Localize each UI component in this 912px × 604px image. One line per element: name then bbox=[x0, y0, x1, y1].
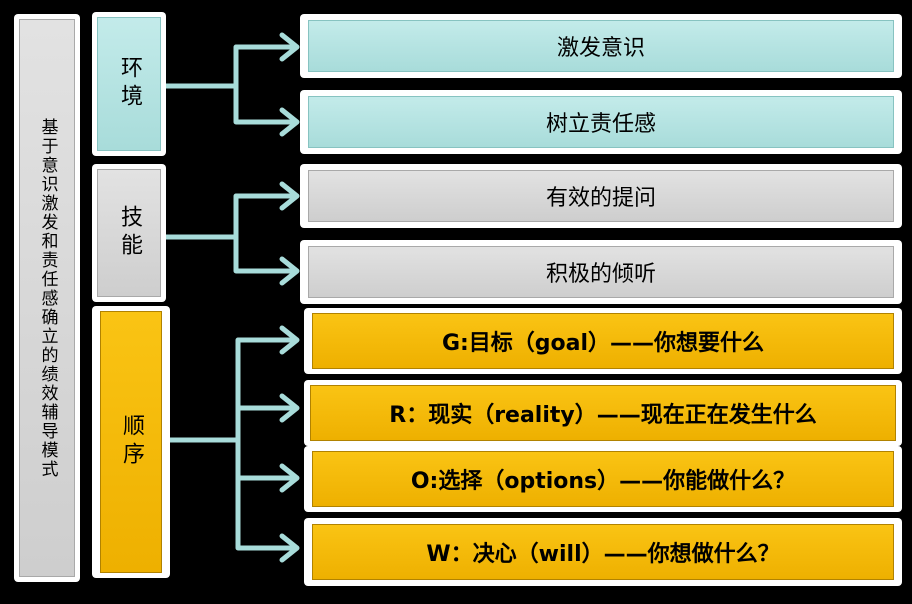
item-order-4: W：决心（will）——你想做什么？ bbox=[312, 524, 894, 580]
category-env-label: 环境 bbox=[117, 56, 142, 112]
category-env: 环境 bbox=[97, 17, 161, 151]
item-skill-2-label: 积极的倾听 bbox=[545, 262, 656, 287]
category-skill-label: 技能 bbox=[117, 205, 142, 261]
arrowhead-4 bbox=[279, 256, 300, 286]
title-box: 基于意识激发和责任感确立的绩效辅导模式 bbox=[19, 19, 75, 577]
item-order-2-label: R：现实（reality）——现在正在发生什么 bbox=[389, 403, 817, 428]
category-skill-frame: 技能 bbox=[92, 164, 166, 302]
category-order-frame: 顺序 bbox=[92, 306, 170, 578]
item-order-3-frame: O:选择（options）——你能做什么？ bbox=[304, 446, 902, 512]
item-order-3: O:选择（options）——你能做什么？ bbox=[312, 451, 894, 507]
item-env-1: 激发意识 bbox=[308, 20, 894, 72]
connector-order bbox=[168, 337, 296, 551]
item-env-2: 树立责任感 bbox=[308, 96, 894, 148]
item-order-2: R：现实（reality）——现在正在发生什么 bbox=[310, 385, 896, 441]
category-skill: 技能 bbox=[97, 169, 161, 297]
item-order-4-frame: W：决心（will）——你想做什么？ bbox=[304, 518, 902, 586]
item-order-1-label: G:目标（goal）——你想要什么 bbox=[441, 331, 765, 356]
title-frame: 基于意识激发和责任感确立的绩效辅导模式 bbox=[14, 14, 80, 582]
connector-skill bbox=[162, 193, 296, 274]
item-skill-2: 积极的倾听 bbox=[308, 246, 894, 298]
category-order: 顺序 bbox=[100, 311, 162, 573]
item-order-3-label: O:选择（options）——你能做什么？ bbox=[410, 469, 796, 494]
item-order-1: G:目标（goal）——你想要什么 bbox=[312, 313, 894, 369]
category-env-frame: 环境 bbox=[92, 12, 166, 156]
arrowhead-3 bbox=[279, 181, 300, 211]
item-env-2-label: 树立责任感 bbox=[545, 112, 656, 137]
item-env-1-label: 激发意识 bbox=[556, 36, 645, 61]
item-skill-2-frame: 积极的倾听 bbox=[300, 240, 902, 304]
item-skill-1-label: 有效的提问 bbox=[545, 186, 656, 211]
arrowhead-7 bbox=[279, 463, 300, 493]
connector-env bbox=[162, 44, 296, 125]
item-env-2-frame: 树立责任感 bbox=[300, 90, 902, 154]
category-order-label: 顺序 bbox=[119, 414, 144, 470]
arrowhead-6 bbox=[279, 393, 300, 423]
arrowhead-1 bbox=[279, 32, 300, 62]
item-skill-1: 有效的提问 bbox=[308, 170, 894, 222]
item-skill-1-frame: 有效的提问 bbox=[300, 164, 902, 228]
arrowhead-5 bbox=[279, 325, 300, 355]
arrowhead-2 bbox=[279, 107, 300, 137]
title-text: 基于意识激发和责任感确立的绩效辅导模式 bbox=[37, 117, 58, 479]
arrowhead-8 bbox=[279, 533, 300, 563]
item-env-1-frame: 激发意识 bbox=[300, 14, 902, 78]
item-order-1-frame: G:目标（goal）——你想要什么 bbox=[304, 308, 902, 374]
item-order-4-label: W：决心（will）——你想做什么？ bbox=[426, 542, 780, 567]
item-order-2-frame: R：现实（reality）——现在正在发生什么 bbox=[304, 380, 902, 446]
